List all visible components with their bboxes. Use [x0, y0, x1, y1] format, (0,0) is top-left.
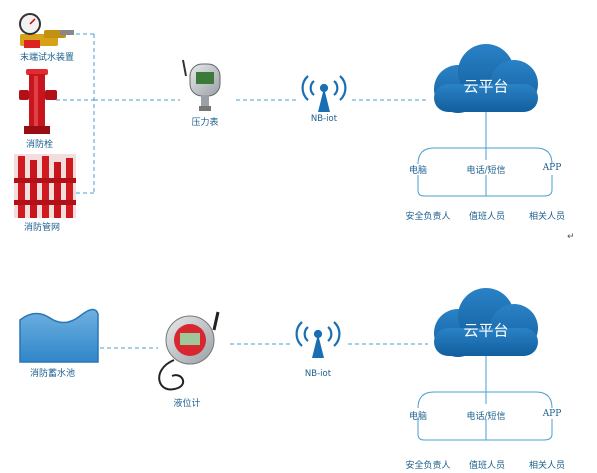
source-connector	[56, 33, 180, 194]
network-label-bottom: NB-iot	[304, 369, 332, 379]
person-safety-lead: 安全负责人	[405, 212, 451, 222]
endpoint-app: APP	[542, 163, 562, 173]
endpoint-computer-bottom: 电脑	[408, 412, 428, 422]
person-duty-staff-bottom: 值班人员	[468, 461, 506, 471]
person-related-staff-bottom: 相关人员	[528, 461, 566, 471]
antenna-icon	[301, 75, 347, 112]
pipe-network-icon	[14, 154, 76, 218]
sensor-label-level: 液位计	[173, 399, 201, 409]
cloud-icon	[434, 44, 538, 113]
water-tank-icon	[19, 308, 99, 363]
level-meter-icon	[158, 311, 220, 391]
test-valve-icon	[19, 13, 74, 48]
sensor-label-pressure: 压力表	[191, 118, 219, 128]
person-safety-lead-bottom: 安全负责人	[405, 461, 451, 471]
cloud-icon-bottom	[434, 288, 538, 357]
person-duty-staff: 值班人员	[468, 212, 506, 222]
source-label-water-tank: 消防蓄水池	[30, 369, 76, 379]
network-label: NB-iot	[310, 114, 338, 124]
source-label-test-valve: 末端试水装置	[20, 53, 75, 63]
return-mark: ↵	[567, 232, 575, 242]
person-related-staff: 相关人员	[528, 212, 566, 222]
source-label-hydrant: 消防栓	[26, 140, 54, 150]
endpoint-computer: 电脑	[408, 166, 428, 176]
hydrant-icon	[19, 69, 57, 134]
distribution-tree	[417, 112, 553, 197]
antenna-icon-bottom	[295, 321, 341, 358]
cloud-label-bottom: 云平台	[463, 321, 509, 340]
endpoint-phone-sms: 电话/短信	[466, 166, 506, 176]
source-label-pipe-network: 消防管网	[24, 223, 61, 233]
endpoint-app-bottom: APP	[542, 409, 562, 419]
pressure-gauge-icon	[182, 59, 221, 111]
distribution-tree-bottom	[417, 356, 553, 441]
cloud-label: 云平台	[463, 77, 509, 96]
endpoint-phone-sms-bottom: 电话/短信	[466, 412, 506, 422]
